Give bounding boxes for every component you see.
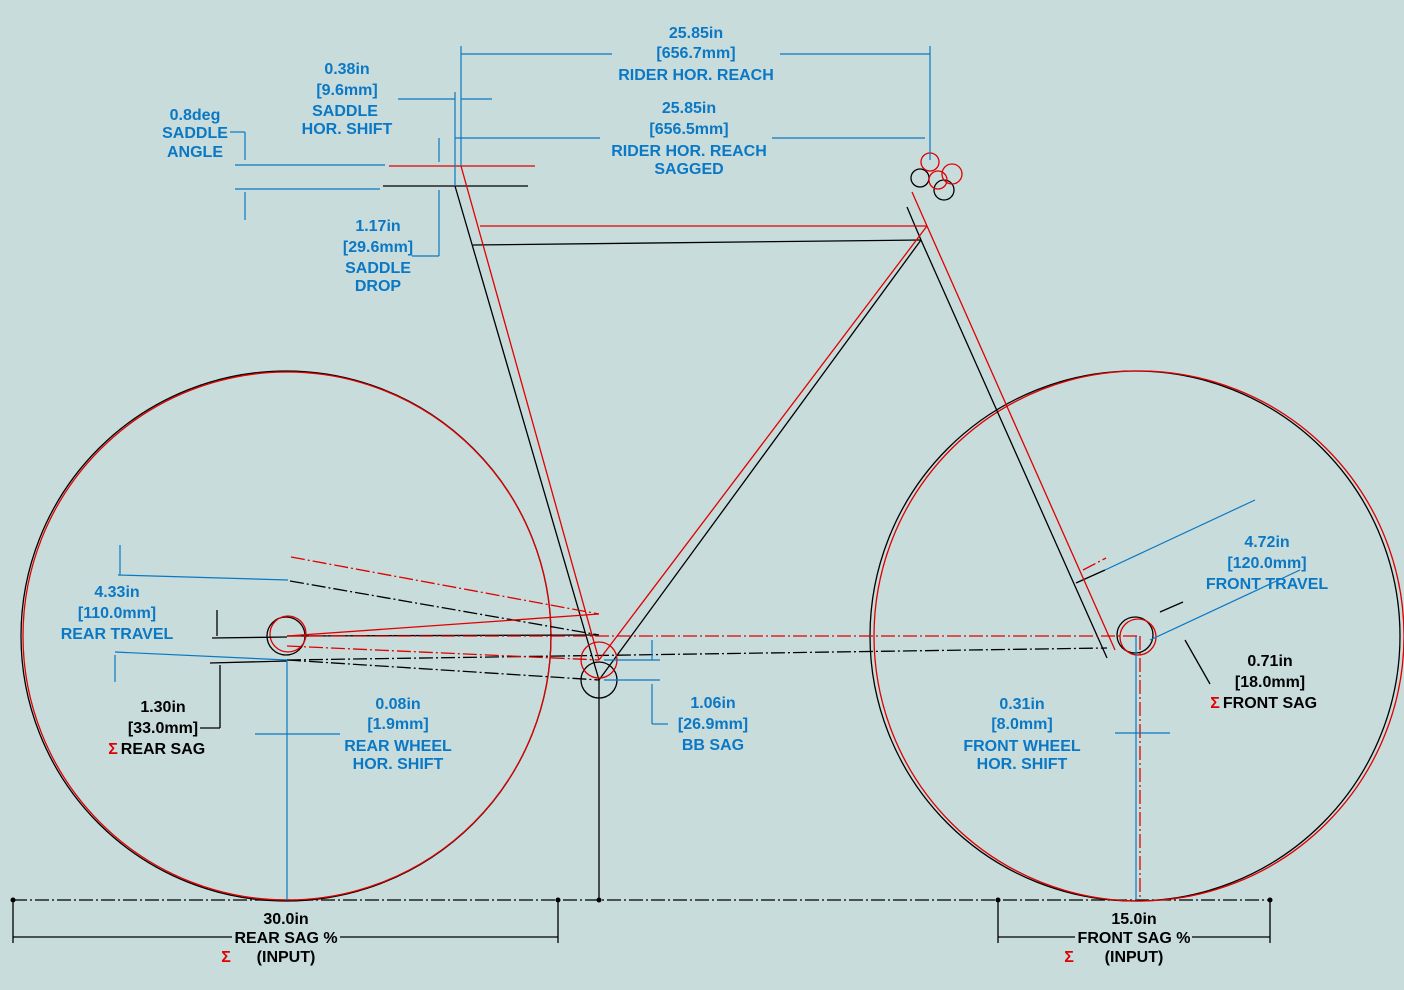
dim-saddle-angle: 0.8deg SADDLE ANGLE bbox=[162, 107, 228, 161]
label: HOR. SHIFT bbox=[977, 756, 1068, 773]
label: ANGLE bbox=[167, 144, 223, 161]
value: 15.0in bbox=[1111, 911, 1156, 928]
label: REAR WHEEL bbox=[344, 738, 452, 755]
label: HOR. SHIFT bbox=[353, 756, 444, 773]
label: REAR SAG bbox=[121, 741, 205, 758]
dim-saddle-hor-shift: 0.38in [9.6mm] SADDLE HOR. SHIFT bbox=[302, 61, 393, 138]
label: HOR. SHIFT bbox=[302, 121, 393, 138]
note: (INPUT) bbox=[1105, 949, 1164, 966]
value-in: 0.38in bbox=[324, 61, 369, 78]
label: SADDLE bbox=[345, 260, 411, 277]
ground-line bbox=[10, 680, 1273, 903]
label: RIDER HOR. REACH bbox=[618, 67, 774, 84]
label: RIDER HOR. REACH bbox=[611, 143, 767, 160]
dim-front-sag: 0.71in [18.0mm] Σ FRONT SAG bbox=[1210, 653, 1317, 712]
value: 30.0in bbox=[263, 911, 308, 928]
dim-rear-wheel-hor-shift: 0.08in [1.9mm] REAR WHEEL HOR. SHIFT bbox=[344, 696, 452, 773]
dim-front-sag-percent: 15.0in FRONT SAG % Σ (INPUT) bbox=[1064, 911, 1190, 966]
value-in: 0.31in bbox=[999, 696, 1044, 713]
dim-rider-hor-reach: 25.85in [656.7mm] RIDER HOR. REACH bbox=[618, 25, 774, 84]
label: REAR TRAVEL bbox=[61, 626, 174, 643]
value: 0.8deg bbox=[170, 107, 221, 124]
sigma-icon: Σ bbox=[1064, 949, 1074, 966]
note: (INPUT) bbox=[257, 949, 316, 966]
dim-front-wheel-hor-shift: 0.31in [8.0mm] FRONT WHEEL HOR. SHIFT bbox=[963, 696, 1081, 773]
value-mm: [656.5mm] bbox=[649, 121, 728, 138]
frame-sagged bbox=[286, 152, 1140, 679]
value-mm: [29.6mm] bbox=[343, 239, 413, 256]
dim-front-travel: 4.72in [120.0mm] FRONT TRAVEL bbox=[1206, 534, 1329, 593]
sigma-icon: Σ bbox=[108, 741, 118, 758]
label: FRONT TRAVEL bbox=[1206, 576, 1329, 593]
value-mm: [120.0mm] bbox=[1227, 555, 1306, 572]
dim-bb-sag: 1.06in [26.9mm] BB SAG bbox=[678, 695, 748, 754]
dim-rear-travel: 4.33in [110.0mm] REAR TRAVEL bbox=[61, 584, 174, 643]
value-mm: [1.9mm] bbox=[367, 716, 428, 733]
label: FRONT SAG bbox=[1223, 695, 1317, 712]
value-in: 1.30in bbox=[140, 699, 185, 716]
dimension-lines bbox=[12, 46, 1301, 943]
label: BB SAG bbox=[682, 737, 744, 754]
value-mm: [9.6mm] bbox=[316, 82, 377, 99]
value-mm: [26.9mm] bbox=[678, 716, 748, 733]
sigma-icon: Σ bbox=[221, 949, 231, 966]
label: SADDLE bbox=[162, 125, 228, 142]
value-in: 25.85in bbox=[662, 100, 716, 117]
value-in: 0.71in bbox=[1247, 653, 1292, 670]
value-mm: [33.0mm] bbox=[128, 720, 198, 737]
value-mm: [8.0mm] bbox=[991, 716, 1052, 733]
label: SAGGED bbox=[654, 161, 723, 178]
dim-saddle-drop: 1.17in [29.6mm] SADDLE DROP bbox=[343, 218, 413, 295]
label: REAR SAG % bbox=[234, 930, 337, 947]
dim-rear-sag-percent: 30.0in REAR SAG % Σ (INPUT) bbox=[221, 911, 337, 966]
label: SADDLE bbox=[312, 103, 378, 120]
value-in: 25.85in bbox=[669, 25, 723, 42]
value-in: 0.08in bbox=[375, 696, 420, 713]
value-in: 1.06in bbox=[690, 695, 735, 712]
dim-rear-sag: 1.30in [33.0mm] Σ REAR SAG bbox=[108, 699, 205, 758]
sigma-icon: Σ bbox=[1210, 695, 1220, 712]
label: DROP bbox=[355, 278, 402, 295]
value-mm: [656.7mm] bbox=[656, 45, 735, 62]
label: FRONT WHEEL bbox=[963, 738, 1081, 755]
value-in: 4.33in bbox=[94, 584, 139, 601]
value-mm: [110.0mm] bbox=[78, 605, 156, 622]
dim-rider-hor-reach-sagged: 25.85in [656.5mm] RIDER HOR. REACH SAGGE… bbox=[611, 100, 767, 178]
value-in: 4.72in bbox=[1244, 534, 1289, 551]
label: FRONT SAG % bbox=[1078, 930, 1191, 947]
value-mm: [18.0mm] bbox=[1235, 674, 1305, 691]
value-in: 1.17in bbox=[355, 218, 400, 235]
